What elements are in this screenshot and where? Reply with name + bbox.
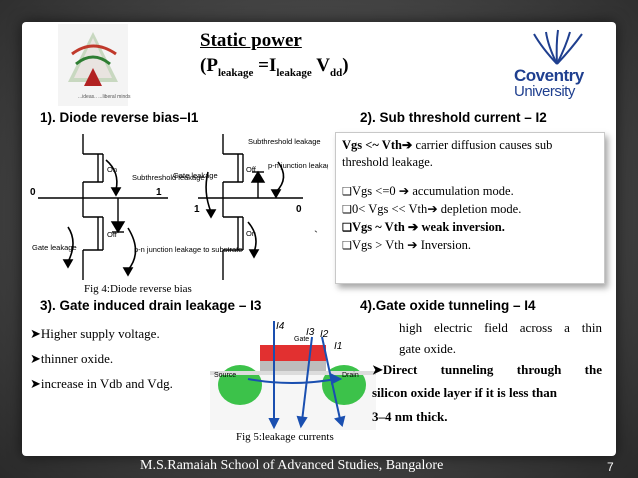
- fig5-drain-label: Drain: [342, 372, 359, 379]
- inverter-leakage-diagram: On Off 0 1 Subthreshold leakage Gate lea…: [28, 132, 374, 282]
- fig5-i2-label: I2: [320, 329, 329, 340]
- leakage-formula: (Pleakage =Ileakage Vdd): [200, 55, 349, 79]
- subthreshold-info-box: Vgs <~ Vth➔ carrier diffusion causes sub…: [335, 132, 605, 284]
- pyramid-logo-icon: [58, 24, 128, 106]
- gidl-bullet-list: ➤Higher supply voltage. ➤thinner oxide. …: [30, 321, 173, 396]
- operating-mode-item: ❑Vgs ~ Vth ➔ weak inversion.: [342, 219, 598, 237]
- operating-mode-list: ❑Vgs <=0 ➔ accumulation mode.❑0< Vgs << …: [342, 183, 598, 255]
- fig4-caption: Fig 4:Diode reverse bias: [84, 283, 192, 295]
- diode-reverse-bias-figure: On Off 0 1 Subthreshold leakage Gate lea…: [28, 132, 374, 282]
- operating-mode-item: ❑Vgs > Vth ➔ Inversion.: [342, 237, 598, 255]
- checkbox-bullet-icon: ❑: [342, 204, 352, 216]
- fig4-off-label-2: Off: [246, 165, 257, 174]
- formula-v-sub: dd: [329, 66, 343, 79]
- operating-mode-item: ❑0< Vgs << Vth➔ depletion mode.: [342, 201, 598, 219]
- checkbox-bullet-icon: ❑: [342, 186, 352, 198]
- page-title: Static power: [200, 30, 302, 51]
- institution-logo: ...ideas.. ...liberal minds: [58, 24, 131, 106]
- coventry-wordmark: Coventry: [514, 66, 584, 85]
- footer-institution: M.S.Ramaiah School of Advanced Studies, …: [140, 458, 444, 473]
- gidl-bullet-item: ➤Higher supply voltage.: [30, 326, 160, 341]
- fig5-source-label: Source: [214, 372, 236, 379]
- page-number: 7: [607, 460, 614, 474]
- university-wordmark: University: [514, 83, 575, 100]
- fig4-output-one: 1: [156, 187, 162, 198]
- formula-v: V: [316, 55, 330, 76]
- leakage-currents-figure: I4 I3 I2 I1 Gate Source Drain: [210, 315, 376, 430]
- fig4-on-label: On: [107, 165, 117, 174]
- fig4-input-zero: 0: [30, 187, 36, 198]
- fig5-i1-label: I1: [334, 341, 342, 352]
- stray-mark: `: [314, 228, 318, 242]
- fig5-i4-label: I4: [276, 321, 285, 332]
- elephant-emblem-icon: [533, 29, 583, 65]
- tunneling-bullet: ➤Direct tunneling through the: [372, 362, 602, 377]
- slide-panel: ...ideas.. ...liberal minds Static power…: [22, 22, 616, 456]
- heading-gate-oxide-tunneling: 4).Gate oxide tunneling – I4: [360, 298, 536, 313]
- gidl-bullet-item: ➤increase in Vdb and Vdg.: [30, 376, 173, 391]
- heading-gidl: 3). Gate induced drain leakage – I3: [40, 298, 262, 313]
- heading-subthreshold-current: 2). Sub threshold current – I2: [360, 110, 547, 125]
- tunneling-line-4: 3–4 nm thick.: [372, 409, 448, 424]
- tunneling-text: high electric field across a thin gate o…: [372, 318, 602, 428]
- fig4-output-zero: 0: [296, 204, 302, 215]
- fig4-on-label-2: On: [246, 229, 256, 238]
- formula-p: P: [206, 55, 218, 76]
- fig4-input-one: 1: [194, 204, 200, 215]
- vgs-vth-bold: Vgs <~ Vth➔: [342, 138, 413, 152]
- operating-mode-item: ❑Vgs <=0 ➔ accumulation mode.: [342, 183, 598, 201]
- institution-logo-text: ...ideas.. ...liberal minds: [78, 94, 131, 100]
- fig5-gate-label: Gate: [294, 336, 309, 343]
- fig4-subthreshold-label: Subthreshold leakage: [132, 173, 205, 182]
- fig4-gate-leakage-label: Gate leakage: [32, 243, 77, 252]
- fig5-caption: Fig 5:leakage currents: [236, 431, 334, 443]
- mosfet-leakage-diagram: I4 I3 I2 I1 Gate Source Drain: [210, 315, 376, 430]
- tunneling-line-3: silicon oxide layer if it is less than: [372, 385, 558, 400]
- fig4-subthreshold-label-2: Subthreshold leakage: [248, 137, 321, 146]
- fig4-pn-substrate-label: p-n junction leakage to substrate: [134, 245, 242, 254]
- coventry-university-logo: Coventry University: [512, 28, 602, 100]
- gidl-bullet-item: ➤thinner oxide.: [30, 351, 114, 366]
- tunneling-line-1: high electric field across a thin: [399, 320, 602, 335]
- tunneling-line-2: gate oxide.: [399, 341, 457, 356]
- fig4-pn-nwell-label: p-n junction leakage from n-well: [268, 161, 328, 170]
- fig4-off-label: Off: [107, 230, 118, 239]
- fig4-gate-leakage-label-2: Gate leakage: [173, 171, 218, 180]
- fig5-i3-label: I3: [306, 327, 315, 338]
- formula-i-sub: leakage: [276, 66, 312, 79]
- checkbox-bullet-icon: ❑: [342, 222, 352, 234]
- heading-diode-reverse-bias: 1). Diode reverse bias–I1: [40, 110, 199, 125]
- formula-p-sub: leakage: [217, 66, 254, 79]
- checkbox-bullet-icon: ❑: [342, 240, 352, 252]
- subthreshold-description-rest: carrier diffusion causes sub threshold l…: [342, 138, 553, 169]
- formula-eq: =I: [258, 55, 277, 76]
- subthreshold-description: Vgs <~ Vth➔ carrier diffusion causes sub…: [342, 137, 598, 171]
